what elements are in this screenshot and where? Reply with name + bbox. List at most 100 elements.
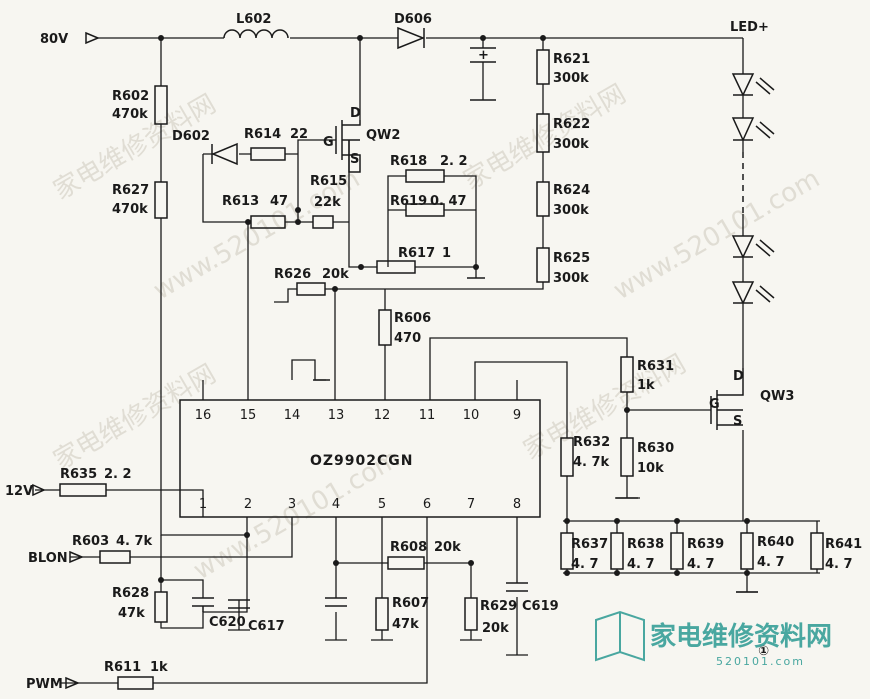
value-R638: 4. 7 (627, 557, 655, 572)
capacitor-C617 (228, 599, 250, 609)
value-R619: 0. 47 (430, 194, 467, 209)
resistor-R611 (117, 676, 154, 690)
label-R622: R622 (553, 117, 590, 132)
ic-pin-3: 3 (288, 497, 296, 512)
label-R630: R630 (637, 441, 674, 456)
resistor-R617 (376, 260, 416, 274)
value-R640: 4. 7 (757, 555, 785, 570)
label-R641: R641 (825, 537, 862, 552)
label-R639: R639 (687, 537, 724, 552)
label-qw3-s: S (733, 414, 742, 429)
resistor-R629 (464, 597, 478, 631)
label-qw3-g: G (709, 397, 720, 412)
net-label-12v: 12V (5, 484, 33, 499)
ic-pin-8: 8 (513, 497, 521, 512)
value-R631: 1k (637, 378, 655, 393)
ic-pin-11: 11 (419, 408, 436, 423)
value-R625: 300k (553, 271, 589, 286)
diode-D606 (397, 26, 426, 50)
label-R627: R627 (112, 183, 149, 198)
arrow-80v (85, 31, 100, 45)
net-label-blon: BLON (28, 551, 68, 566)
resistor-R632 (560, 437, 574, 477)
label-QW3: QW3 (760, 389, 794, 404)
label-R629: R629 (480, 599, 517, 614)
resistor-R631 (620, 356, 634, 393)
junction-dots (158, 35, 750, 583)
label-R617: R617 (398, 246, 435, 261)
value-R608: 20k (434, 540, 461, 555)
label-R640: R640 (757, 535, 794, 550)
label-R606: R606 (394, 311, 431, 326)
net-label-led: LED+ (730, 20, 769, 35)
resistor-R606 (378, 309, 392, 346)
diode-D602 (211, 142, 238, 166)
logo-url: 520101.com (716, 655, 805, 668)
inductor-L602 (223, 29, 289, 39)
value-R624: 300k (553, 203, 589, 218)
label-R624: R624 (553, 183, 590, 198)
figure-number: ① (758, 644, 769, 659)
value-R611: 1k (150, 660, 168, 675)
ground-symbol (313, 277, 758, 593)
ic-pin-4: 4 (332, 497, 340, 512)
ic-oz9902cgn (179, 399, 541, 518)
value-R626: 20k (322, 267, 349, 282)
ic-pin-1: 1 (199, 497, 207, 512)
components (32, 26, 824, 690)
value-R622: 300k (553, 137, 589, 152)
label-R626: R626 (274, 267, 311, 282)
watermark-text: 家电维修资料网 (459, 79, 632, 196)
watermark-text: www.520101.com (609, 164, 826, 306)
resistor-R602 (154, 85, 168, 125)
arrow-pwm (65, 676, 80, 690)
label-R619: R619 (390, 194, 427, 209)
ic-name: OZ9902CGN (310, 453, 414, 469)
value-R639: 4. 7 (687, 557, 715, 572)
value-R630: 10k (637, 461, 664, 476)
net-label-pwm: PWM (26, 677, 63, 692)
ic-pin-15: 15 (240, 408, 257, 423)
label-C617: C617 (248, 619, 285, 634)
label-R602: R602 (112, 89, 149, 104)
value-R602: 470k (112, 107, 148, 122)
label-R603: R603 (72, 534, 109, 549)
value-R621: 300k (553, 71, 589, 86)
net-label-80v: 80V (40, 32, 68, 47)
ic-pin-14: 14 (284, 408, 301, 423)
ic-pin-2: 2 (244, 497, 252, 512)
ic-pin-13: 13 (328, 408, 345, 423)
label-D606: D606 (394, 12, 432, 27)
ic-pin-5: 5 (378, 497, 386, 512)
label-R625: R625 (553, 251, 590, 266)
book-icon (595, 610, 645, 662)
label-D602: D602 (172, 129, 210, 144)
resistor-R637 (560, 532, 574, 570)
label-R635: R635 (60, 467, 97, 482)
wires (35, 37, 820, 684)
label-qw2-s: S (350, 152, 359, 167)
label-R637: R637 (571, 537, 608, 552)
value-R617: 1 (442, 246, 451, 261)
value-R618: 2. 2 (440, 154, 468, 169)
label-R618: R618 (390, 154, 427, 169)
label-qw2-g: G (323, 135, 334, 150)
value-R603: 4. 7k (116, 534, 153, 549)
value-R615: 22k (314, 195, 341, 210)
label-R614: R614 (244, 127, 281, 142)
label-R621: R621 (553, 52, 590, 67)
mosfet-QW2 (335, 120, 361, 173)
label-C619: C619 (522, 599, 559, 614)
ic-pin-7: 7 (467, 497, 475, 512)
label-QW2: QW2 (366, 128, 400, 143)
logo-text: 家电维修资料网 (650, 621, 832, 652)
resistor-R618 (405, 169, 445, 183)
ic-pin-16: 16 (195, 408, 212, 423)
resistor-R627 (154, 181, 168, 219)
resistor-R622 (536, 113, 550, 153)
resistor-R635 (59, 483, 107, 497)
